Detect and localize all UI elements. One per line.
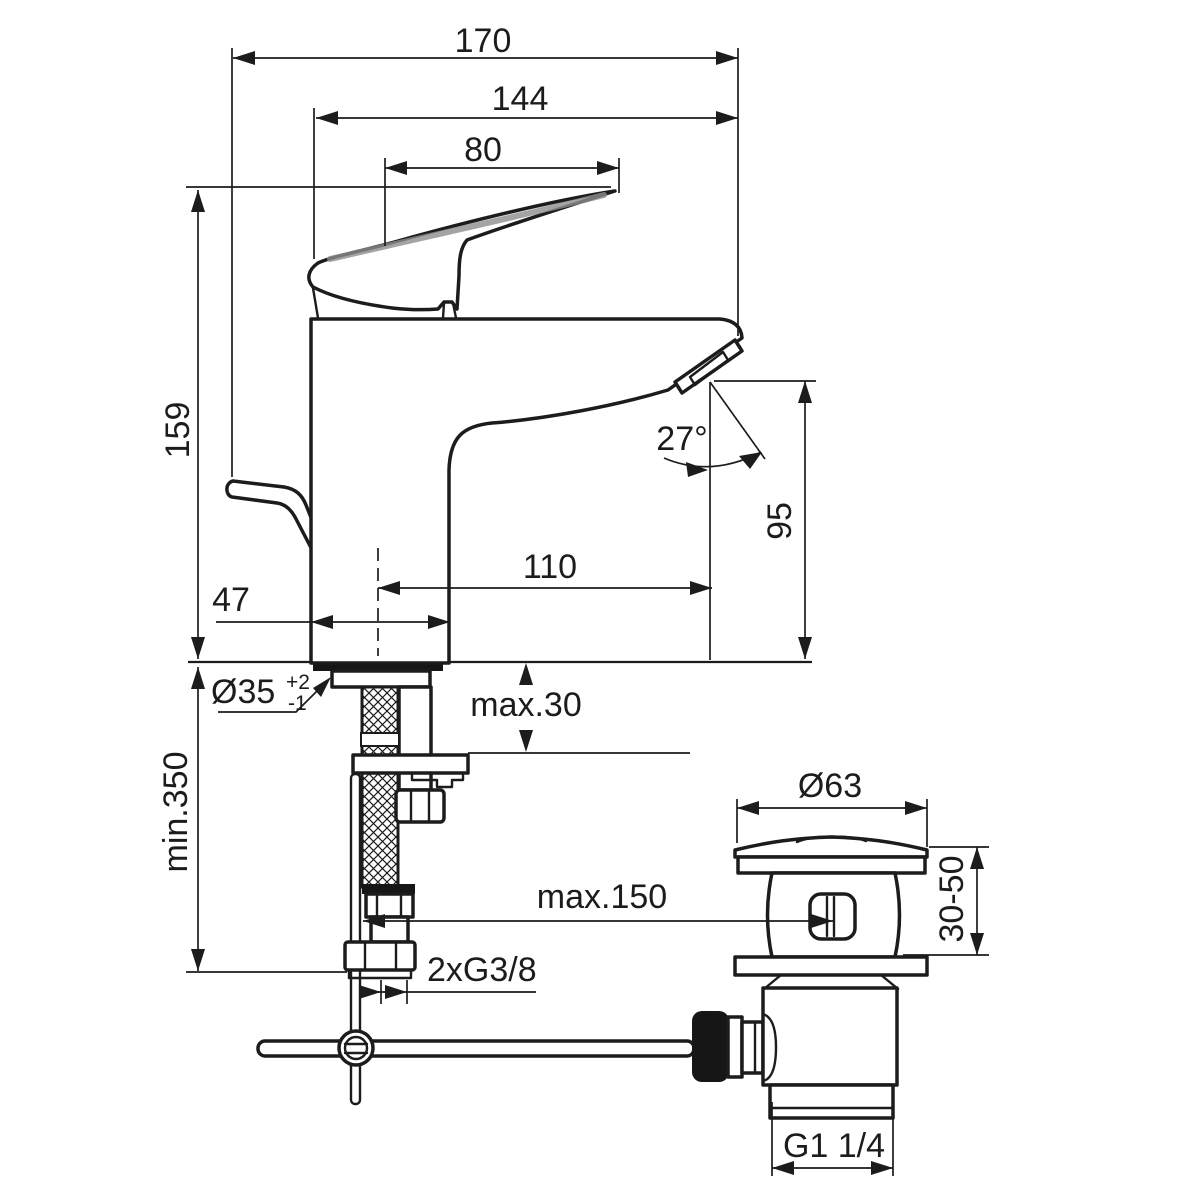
waste-thread <box>768 1083 895 1120</box>
dim-waste-cap-o63: Ø63 <box>736 767 928 847</box>
hose-band <box>362 884 415 894</box>
dim-label-o35-minus: -1 <box>288 692 307 715</box>
dim-label-170: 170 <box>455 22 512 60</box>
dim-mounting-hole-o35: Ø35 +2 -1 <box>211 671 331 715</box>
shank-nut <box>394 788 446 824</box>
base-gasket <box>313 662 443 671</box>
ball-joint <box>692 1011 729 1082</box>
popup-knob <box>225 479 322 567</box>
dim-spout-reach-110: 110 <box>377 548 712 656</box>
dim-handle-depth-80: 80 <box>384 131 620 246</box>
dim-label-o35-plus: +2 <box>286 671 310 694</box>
dim-label-o35: Ø35 <box>211 673 275 711</box>
waste-plug-cap <box>733 835 929 859</box>
dim-body-height-159: 159 <box>159 186 611 659</box>
waste-screw <box>808 892 857 941</box>
dimensions: 170 144 80 159 <box>157 22 989 1176</box>
joint-socket-line <box>761 1012 778 1083</box>
dim-label-144: 144 <box>492 80 549 118</box>
dim-supply-thread-2xg38: 2xG3/8 <box>359 951 537 1004</box>
dim-label-159: 159 <box>159 402 197 459</box>
popup-lever-rod <box>256 1039 696 1058</box>
hose-nut <box>343 940 417 980</box>
faucet-body <box>309 317 744 665</box>
dim-distance-max150: max.150 <box>363 878 833 928</box>
neck-line-1 <box>441 301 446 320</box>
dim-label-2xg38: 2xG3/8 <box>427 951 537 989</box>
dim-label-95: 95 <box>761 502 799 540</box>
dim-label-min350: min.350 <box>157 752 195 873</box>
dim-label-g114: G1 1/4 <box>783 1127 885 1165</box>
dim-label-47: 47 <box>212 581 250 619</box>
dim-spout-angle-27: 27° <box>656 381 766 660</box>
handle-accent <box>327 192 607 262</box>
dim-overall-depth-170: 170 <box>231 22 739 477</box>
hose-collar <box>360 732 400 747</box>
joint-collar-2 <box>740 1020 765 1075</box>
dim-label-80: 80 <box>464 131 502 169</box>
dim-label-o63: Ø63 <box>798 767 862 805</box>
dim-spout-height-95: 95 <box>714 380 816 659</box>
dim-label-27deg: 27° <box>656 420 707 458</box>
dim-hose-min-350: min.350 <box>157 667 347 973</box>
dim-spout-depth-144: 144 <box>313 80 738 259</box>
rod-pivot <box>337 1029 375 1067</box>
waste-assembly <box>692 835 929 1120</box>
dim-deck-max30: max.30 <box>468 663 690 754</box>
waste-tailpiece <box>761 986 899 1087</box>
faucet-assembly <box>188 189 929 1120</box>
joint-collar-1 <box>726 1015 744 1079</box>
base-flange <box>330 669 432 689</box>
dim-label-30-50: 30-50 <box>933 856 971 943</box>
dim-label-110: 110 <box>523 548 577 586</box>
dim-label-max30: max.30 <box>470 686 582 724</box>
dim-body-depth-47: 47 <box>212 581 450 629</box>
dim-waste-thread-g114: G1 1/4 <box>771 1102 894 1176</box>
clamp-bracket <box>410 771 465 789</box>
neck-line-2 <box>451 301 458 320</box>
handle-skirt-line <box>311 286 320 320</box>
plug-dome-line <box>795 835 868 844</box>
dim-label-max150: max.150 <box>537 878 667 916</box>
supply-hose <box>360 685 400 889</box>
mounting-clamp <box>351 753 470 775</box>
waste-lower-flange <box>733 955 929 977</box>
aerator-insert <box>688 350 730 387</box>
waste-flange <box>736 855 927 875</box>
dim-waste-range-30-50: 30-50 <box>903 846 989 956</box>
